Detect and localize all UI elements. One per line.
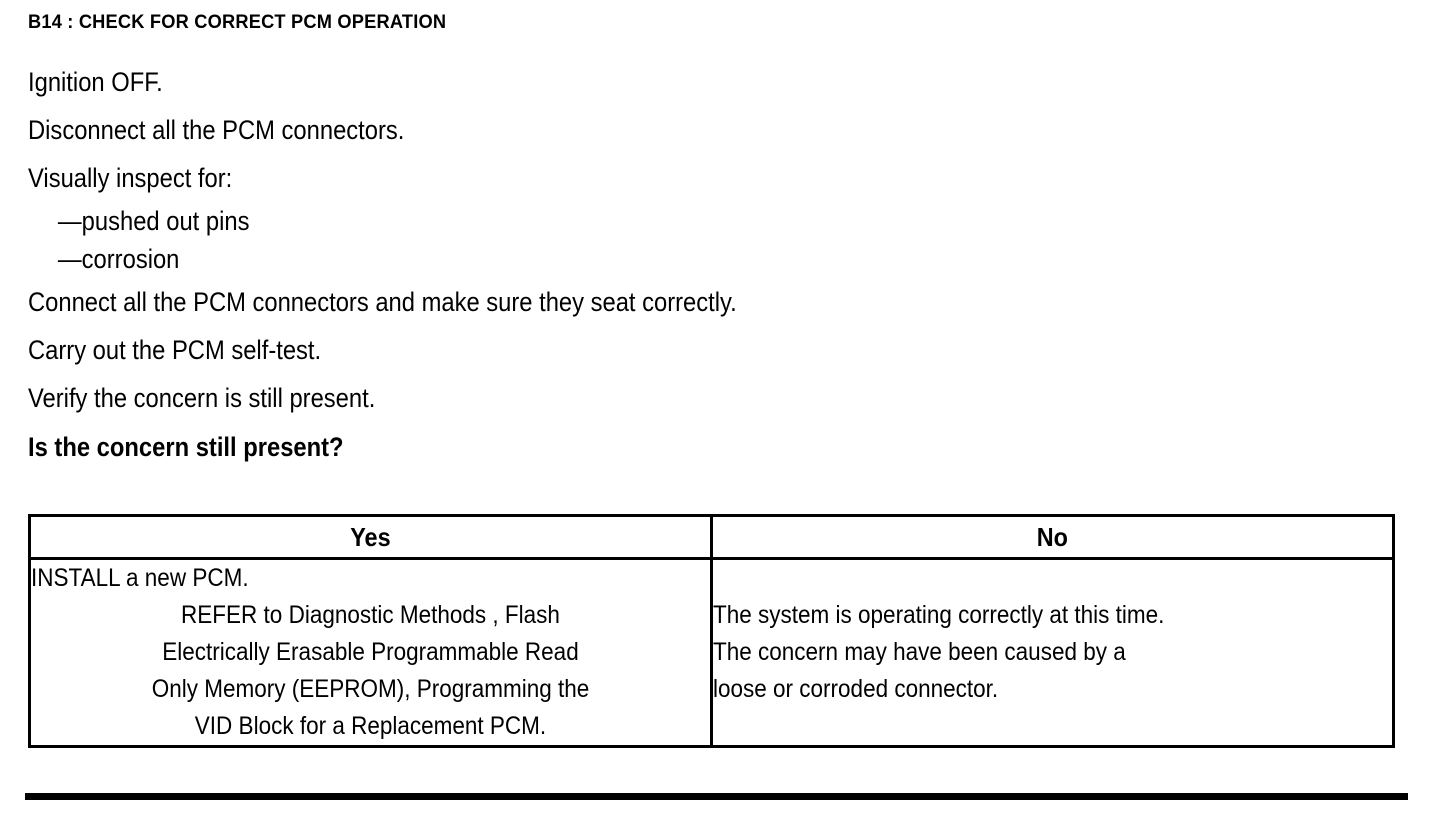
answer-line: loose or corroded connector. (713, 675, 999, 703)
step-title: B14 : CHECK FOR CORRECT PCM OPERATION (28, 12, 447, 33)
page-footer-rule (25, 793, 1408, 800)
answer-line: Electrically Erasable Programmable Read (162, 638, 579, 666)
instruction-line: Connect all the PCM connectors and make … (28, 287, 737, 317)
answer-line: VID Block for a Replacement PCM. (194, 712, 547, 740)
table-header-row: Yes No (28, 514, 1395, 560)
instruction-line: Verify the concern is still present. (28, 383, 376, 413)
inspect-item: —corrosion (57, 244, 180, 274)
instruction-block: Ignition OFF. Disconnect all the PCM con… (28, 58, 1408, 472)
answer-table: Yes No INSTALL a new PCM. REFER to Diagn… (28, 514, 1395, 748)
answer-cell-yes: INSTALL a new PCM. REFER to Diagnostic M… (28, 557, 713, 748)
answer-line: REFER to Diagnostic Methods , Flash (181, 601, 560, 629)
instruction-line: Ignition OFF. (28, 67, 163, 97)
column-header-no-label: No (1036, 521, 1069, 552)
column-header-yes: Yes (28, 514, 713, 560)
table-row: INSTALL a new PCM. REFER to Diagnostic M… (28, 557, 1395, 748)
answer-line: Only Memory (EEPROM), Programming the (151, 675, 590, 703)
column-header-yes-label: Yes (350, 521, 391, 552)
answer-cell-no: The system is operating correctly at thi… (710, 557, 1395, 748)
instruction-line: Visually inspect for: (28, 163, 233, 193)
instruction-line: Disconnect all the PCM connectors. (28, 115, 405, 145)
answer-line: INSTALL a new PCM. (31, 564, 249, 592)
column-header-no: No (710, 514, 1395, 560)
answer-line: The concern may have been caused by a (713, 638, 1126, 666)
decision-question: Is the concern still present? (28, 432, 344, 462)
answer-line: The system is operating correctly at thi… (713, 601, 1165, 629)
instruction-line: Carry out the PCM self-test. (28, 335, 322, 365)
inspect-item: —pushed out pins (57, 206, 250, 236)
